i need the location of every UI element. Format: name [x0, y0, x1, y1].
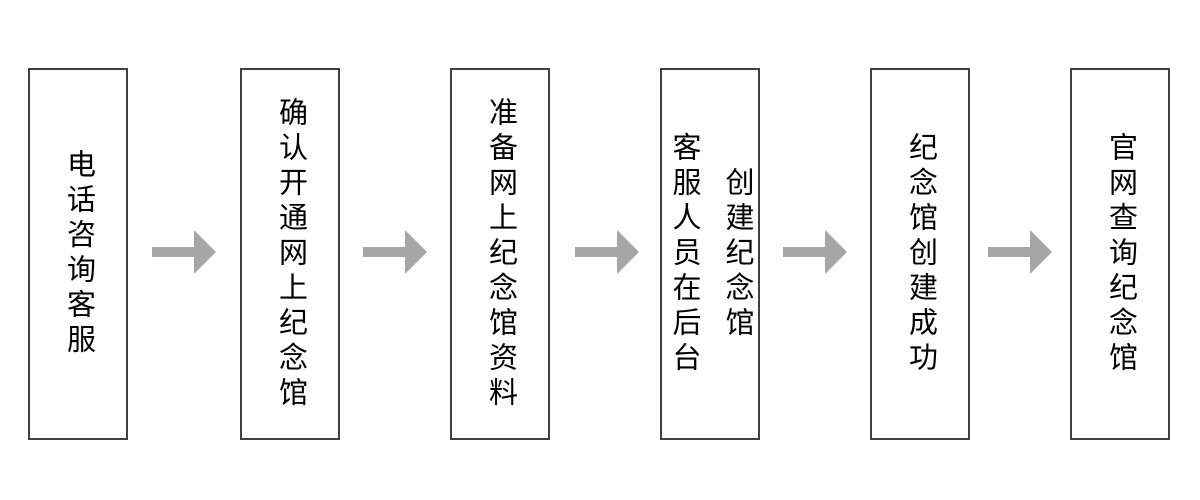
flow-step-label: 准备网上纪念馆资料: [484, 96, 517, 412]
arrow-right-shape: [363, 230, 427, 274]
arrow-right-icon: [988, 230, 1052, 274]
flow-step-4-text: 客服人员在后台 创建纪念馆: [657, 132, 763, 377]
arrow-right-icon: [363, 230, 427, 274]
flow-step-2-text: 确认开通网上纪念馆: [264, 97, 317, 412]
flow-step-2: 确认开通网上纪念馆: [240, 68, 340, 440]
arrow-right-shape: [575, 230, 639, 274]
flow-step-label: 纪念馆创建成功: [904, 131, 937, 377]
flow-step-5: 纪念馆创建成功: [870, 68, 970, 440]
flow-step-4: 客服人员在后台 创建纪念馆: [660, 68, 760, 440]
flow-step-label: 电话咨询客服: [62, 149, 95, 359]
arrow-right-shape: [152, 230, 216, 274]
flow-step-3: 准备网上纪念馆资料: [450, 68, 550, 440]
flow-step-6: 官网查询纪念馆: [1070, 68, 1170, 440]
flow-step-label: 官网查询纪念馆: [1104, 131, 1137, 377]
arrow-right-icon: [783, 230, 847, 274]
flow-step-label: 确认开通网上纪念馆: [274, 96, 307, 412]
flow-step-1: 电话咨询客服: [28, 68, 128, 440]
flow-step-label: 创建纪念馆: [721, 166, 753, 342]
flow-step-5-text: 纪念馆创建成功: [894, 132, 947, 377]
arrow-right-shape: [988, 230, 1052, 274]
arrow-right-icon: [575, 230, 639, 274]
flow-step-3-text: 准备网上纪念馆资料: [474, 97, 527, 412]
arrow-right-icon: [152, 230, 216, 274]
flow-step-1-text: 电话咨询客服: [52, 149, 105, 359]
arrow-right-shape: [783, 230, 847, 274]
flow-step-6-text: 官网查询纪念馆: [1094, 132, 1147, 377]
flow-step-label: 客服人员在后台: [668, 131, 700, 377]
